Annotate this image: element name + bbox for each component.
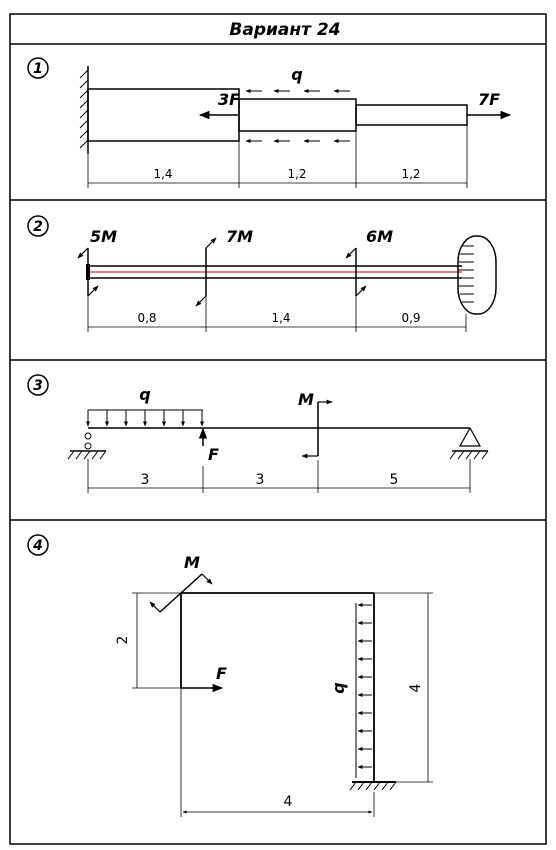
dim-4-right-height: 4 <box>408 683 424 692</box>
problem-4-number: 4 <box>32 538 43 554</box>
right-support <box>458 426 482 447</box>
dim-2-3: 0,9 <box>401 311 420 325</box>
dim-1-2: 1,2 <box>287 167 306 181</box>
left-support-pin-top <box>84 432 92 440</box>
moment-m4-arrow-top <box>201 573 213 585</box>
force-7f-label: 7F <box>478 90 500 109</box>
q-label-1: q <box>291 65 302 84</box>
wheel <box>457 235 497 315</box>
q-label-4: q <box>329 682 348 693</box>
moment-7m-label: 7M <box>226 227 253 246</box>
dim-3-3: 5 <box>390 472 399 488</box>
outer-frame <box>9 13 547 845</box>
dim-4-bottom-width: 4 <box>284 794 293 810</box>
problem-2-number-circle <box>27 215 49 237</box>
dim-4-left-height: 2 <box>115 636 131 645</box>
dim-1-3: 1,2 <box>401 167 420 181</box>
problem-2: 2 5M 7M 6M <box>27 215 497 332</box>
moment-m4-arrow-bottom <box>149 601 161 613</box>
dim-3-2: 3 <box>256 472 265 488</box>
left-support-pin-bottom <box>84 442 92 450</box>
dim-3-1: 3 <box>141 472 150 488</box>
variant-title: Вариант 24 <box>229 20 340 40</box>
moment-5m-label: 5M <box>90 227 117 246</box>
force-3f-label: 3F <box>218 90 240 109</box>
problem-4: 4 q M F <box>27 534 433 817</box>
problem-3-number: 3 <box>33 378 43 394</box>
problem-3: 3 q F M <box>27 374 489 493</box>
problem-1: 1 q 3F 7F 1,4 <box>27 57 512 188</box>
problem-1-number-circle <box>27 57 49 79</box>
problem-1-number: 1 <box>33 61 43 77</box>
dim-1-1: 1,4 <box>153 167 172 181</box>
problem-4-number-circle <box>27 534 49 556</box>
q-label-3: q <box>139 385 150 404</box>
dim-2-1: 0,8 <box>137 311 156 325</box>
bar-segment-2 <box>238 98 357 132</box>
force-f-label: F <box>208 445 219 464</box>
dim-2-2: 1,4 <box>271 311 290 325</box>
moment-m4-label: M <box>184 553 200 572</box>
moment-6m-label: 6M <box>366 227 393 246</box>
moment-m-label: M <box>298 390 314 409</box>
bar-segment-3 <box>355 104 468 126</box>
problem-2-number: 2 <box>33 219 43 235</box>
force-f4-label: F <box>216 664 227 683</box>
problem-3-number-circle <box>27 374 49 396</box>
